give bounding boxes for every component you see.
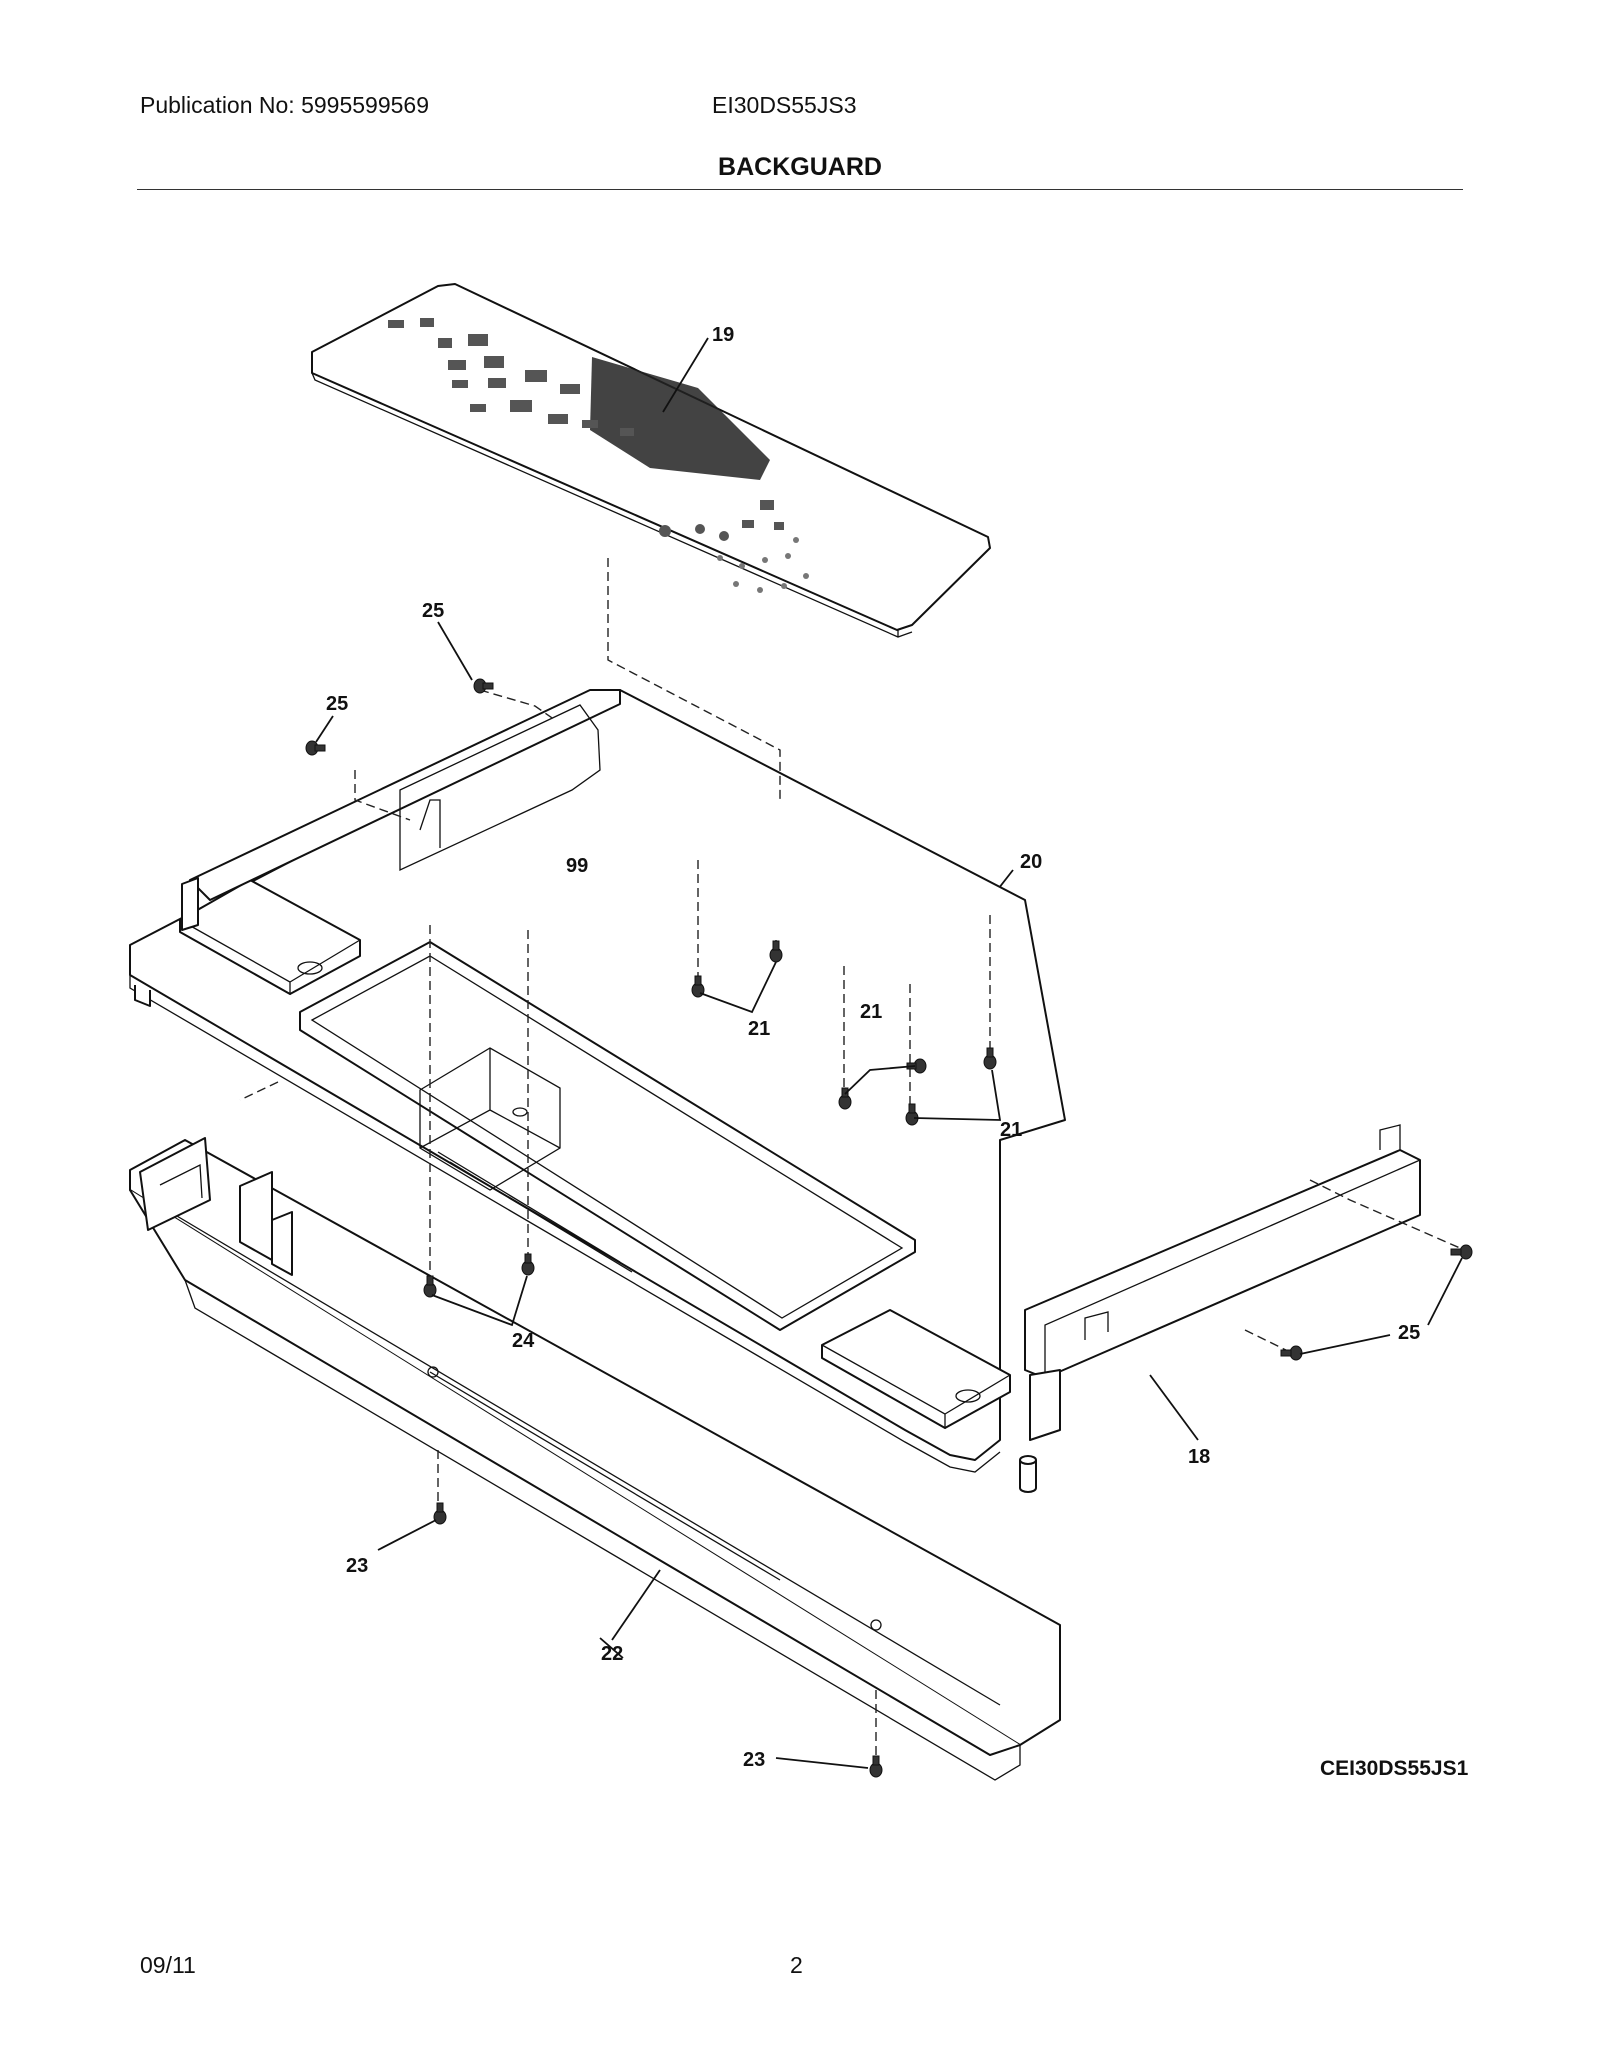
screw-25-top: [473, 678, 494, 694]
screw-25-left: [305, 740, 326, 756]
callout-24: 24: [512, 1330, 535, 1352]
screw-21-f: [905, 1103, 919, 1126]
screw-24-a: [423, 1275, 437, 1298]
screw-25-right-b: [1280, 1345, 1303, 1361]
figure-code: CEI30DS55JS1: [1320, 1757, 1469, 1780]
screws: [305, 678, 1473, 1778]
leader-lines: [315, 621, 1463, 1769]
front-trim: [129, 1137, 1061, 1781]
screw-21-e: [983, 1047, 997, 1070]
alignment-lines: [239, 558, 1461, 1760]
footer-date: 09/11: [140, 1952, 196, 1978]
callout-19: 19: [712, 324, 734, 346]
backguard-frame: [129, 689, 1421, 1493]
callout-21-left: 21: [748, 1018, 770, 1040]
callout-23-bottom: 23: [743, 1749, 765, 1771]
callout-21-middle: 21: [860, 1001, 882, 1023]
screw-23-top: [433, 1502, 447, 1525]
publication-number: Publication No: 5995599569: [140, 92, 430, 118]
screw-24-b: [521, 1253, 535, 1276]
screw-21-c: [838, 1087, 852, 1110]
header-rule: [137, 189, 1463, 190]
screw-23-bottom: [869, 1755, 883, 1778]
callout-25-right: 25: [1398, 1322, 1420, 1344]
footer-page-number: 2: [790, 1952, 803, 1978]
page-title: BACKGUARD: [718, 153, 882, 181]
callout-25-left: 25: [326, 693, 348, 715]
callout-25-top: 25: [422, 600, 444, 622]
screw-25-right-a: [1450, 1244, 1473, 1260]
callout-99: 99: [566, 855, 588, 877]
model-number: EI30DS55JS3: [712, 92, 857, 118]
callout-20: 20: [1020, 851, 1042, 873]
callout-21-right: 21: [1000, 1119, 1022, 1141]
callout-22: 22: [601, 1643, 623, 1665]
callout-23-top: 23: [346, 1555, 368, 1577]
control-panel-glass: [311, 283, 991, 638]
callout-18: 18: [1188, 1446, 1210, 1468]
